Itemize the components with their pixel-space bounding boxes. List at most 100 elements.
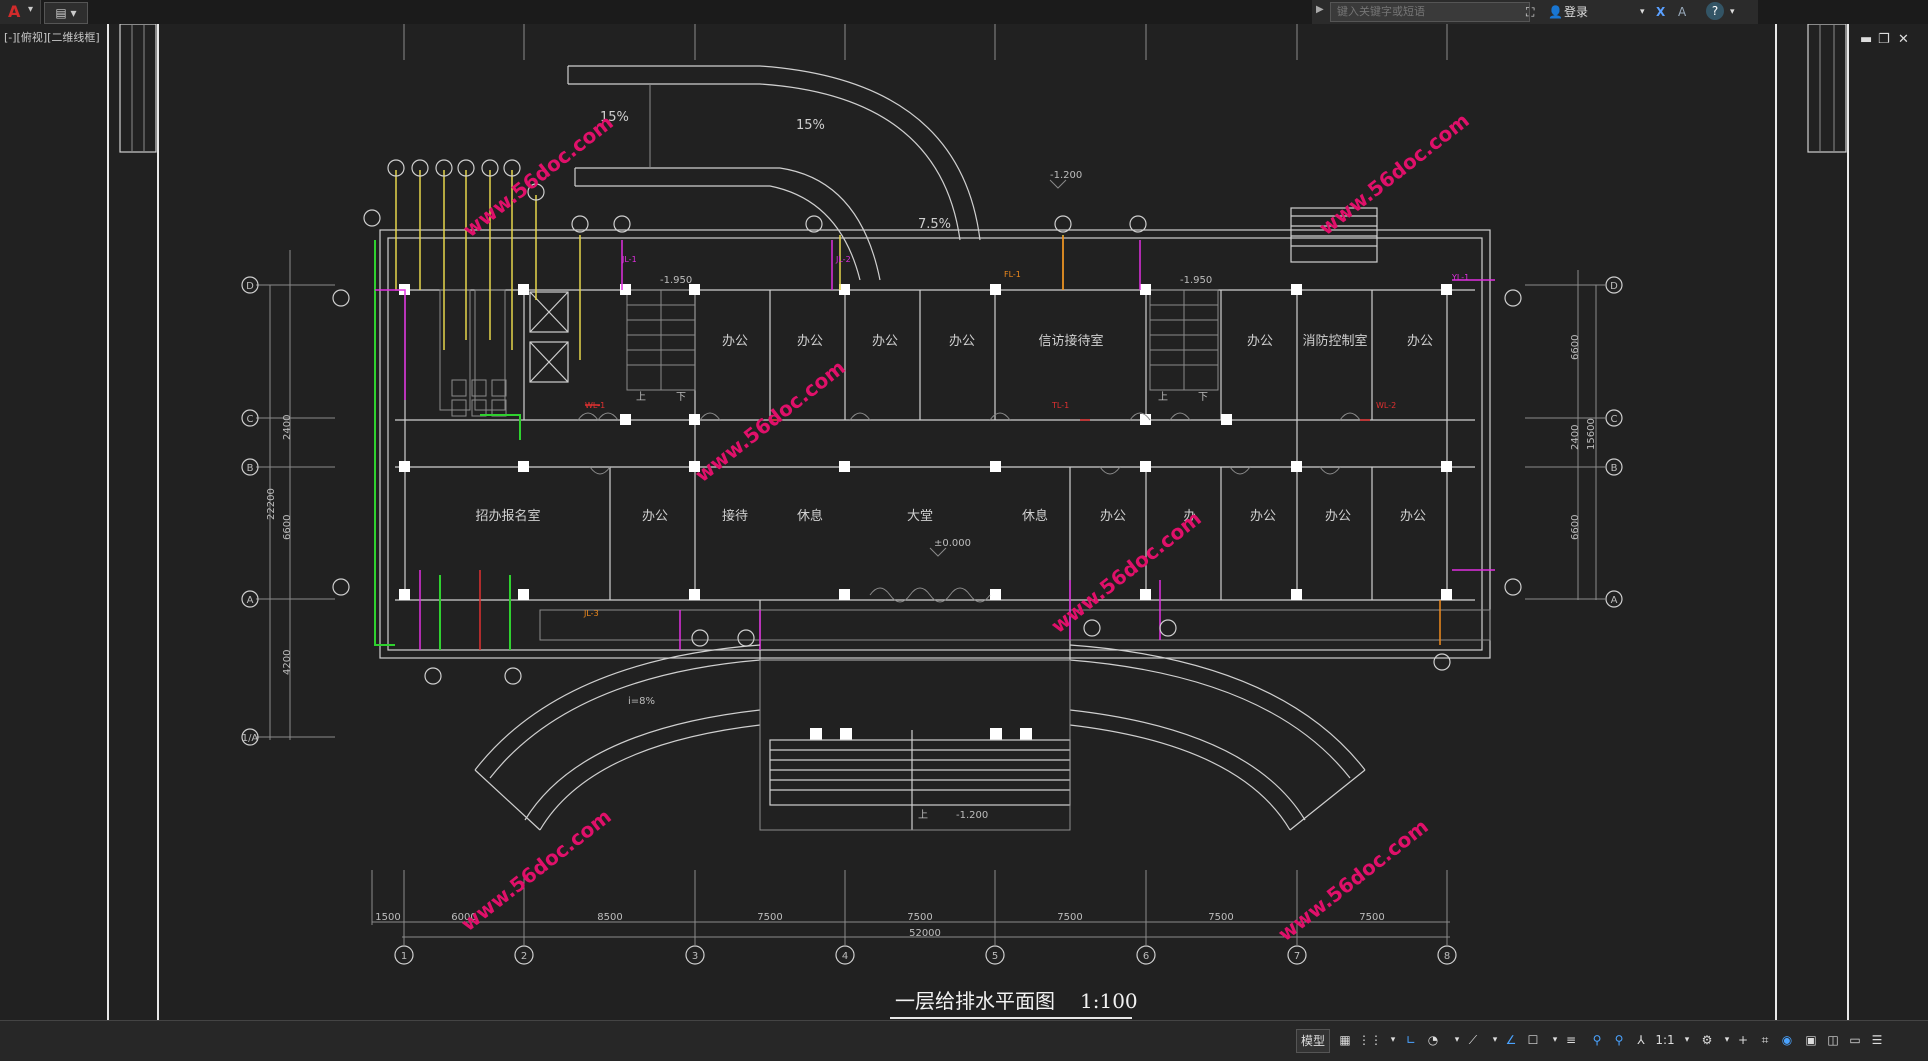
clean-screen-icon[interactable]: ◫ [1827,1033,1839,1047]
dimension-label: 6600 [282,515,293,540]
elevation-label: -1.200 [956,810,988,821]
units-icon[interactable]: ⌗ [1761,1033,1769,1047]
pipes-orange [1062,236,1441,645]
stair-up-label: 上 [636,391,646,403]
room-label: 办公 [872,334,898,349]
workspace-gear-icon[interactable]: ⚙ [1701,1033,1713,1047]
top-axis-lines [403,24,1448,60]
elevation-label: -1.950 [1180,275,1212,286]
application-menu-button[interactable]: A ▾ [0,0,41,24]
axis-label: A [247,595,254,606]
ortho-icon[interactable]: ∟ [1405,1033,1417,1047]
chevron-down-icon[interactable]: ▾ [1454,1035,1460,1045]
watermark: www.56doc.com [456,804,615,936]
interior-stair-right [1149,289,1219,391]
minimize-icon[interactable]: ▬ [1860,32,1873,47]
room-label: 招办报名室 [475,508,540,524]
annotation-visibility-icon[interactable]: ⚲ [1592,1033,1602,1047]
close-icon[interactable]: ✕ [1898,32,1909,47]
axis-bubble [241,590,259,608]
customization-menu-icon[interactable]: ☰ [1871,1033,1883,1047]
chevron-down-icon[interactable]: ▾ [1724,1035,1730,1045]
slope-label: 15% [796,118,825,133]
room-label: 办公 [1250,509,1276,524]
interior-stair-left [626,289,696,391]
viewport-controls[interactable]: [-][俯视][二维线框] [4,31,100,44]
pipe-tag: FL-1 [1004,270,1021,279]
hardware-acceleration-icon[interactable]: ▣ [1805,1033,1817,1047]
chevron-down-icon[interactable]: ▾ [1684,1035,1690,1045]
axis-label: D [246,281,254,292]
title-block-left [107,24,159,1020]
dimension-label: 7500 [907,912,932,923]
dimension-label: 6000 [451,912,476,923]
axis-label: D [1610,281,1618,292]
help-dropdown-icon[interactable]: ▾ [1730,7,1735,17]
login-dropdown-icon[interactable]: ▾ [1640,7,1645,17]
elevator-shafts [529,291,569,383]
quick-access-toolbar[interactable]: ▤ ▾ [44,2,88,24]
pipe-tag: WL-2 [1376,401,1396,410]
auto-scale-icon[interactable]: ⚲ [1614,1033,1624,1047]
chevron-down-icon: ▾ [28,4,34,15]
exchange-icon[interactable]: X [1656,5,1666,19]
axis-bubble [1605,276,1623,294]
axis-bubble [1605,409,1623,427]
axis-bubble [241,409,259,427]
restore-icon[interactable]: ❐ [1878,32,1890,47]
pipe-tag: WL-1 [585,401,605,410]
search-input[interactable] [1330,2,1530,22]
chevron-down-icon[interactable]: ▾ [1492,1035,1498,1045]
dimension-label: 2400 [282,415,293,440]
fullscreen-icon[interactable]: ▭ [1849,1033,1861,1047]
axis-label: 2 [521,951,527,962]
osnap-icon[interactable]: ⟋ [1468,1033,1478,1047]
room-label: 办公 [1407,334,1433,349]
chevron-down-icon[interactable]: ▾ [1390,1035,1396,1045]
plus-icon[interactable]: + [1737,1033,1749,1047]
annotation-scale-value[interactable]: 1:1 [1655,1033,1675,1047]
lineweight-icon[interactable]: ≡ [1565,1033,1577,1047]
axis-label: C [247,414,254,425]
dimension-label: 4200 [282,650,293,675]
expand-arrow-icon[interactable]: ▶ [1316,4,1324,15]
watermark: www.56doc.com [458,110,617,242]
left-dimension-lines [256,250,335,740]
door-swings [577,412,1361,603]
polar-icon[interactable]: ◔ [1427,1033,1439,1047]
snap-icon[interactable]: ⋮⋮ [1358,1033,1382,1047]
dimension-label: 7500 [757,912,782,923]
binoculars-icon[interactable]: ⛶ [1526,5,1535,19]
axis-label: 3 [692,951,698,962]
model-tab[interactable]: 模型 [1296,1029,1330,1053]
slope-label: i=8% [628,696,655,707]
pipe-tag: JL-3 [583,609,599,618]
toilet-fixtures [439,289,507,417]
help-icon[interactable]: ? [1706,2,1724,20]
drawing-title: 一层给排水平面图 [895,989,1055,1013]
room-label: 办公 [1100,509,1126,524]
axis-bubbles-bottom [394,945,1457,965]
a360-icon[interactable]: A [1678,5,1687,19]
chevron-down-icon[interactable]: ▾ [1552,1035,1558,1045]
stair-down-label: 下 [1198,392,1208,403]
annotation-scale-icon[interactable]: ⅄ [1637,1033,1645,1047]
title-bar: A ▾ ▤ ▾ ▶ ⛶ 👤 登录 ▾ X A ? ▾ [0,0,1928,24]
elevation-marker-icon [929,547,947,557]
room-label: 办公 [949,334,975,349]
pipe-tag: JL-2 [835,255,851,264]
axis-label: 8 [1444,951,1450,962]
drain-pipes-green [374,240,521,650]
login-button[interactable]: 登录 [1564,5,1589,19]
ramp-north [567,65,981,281]
ramp-south [474,644,1366,831]
otrack-icon[interactable]: ∠ [1505,1033,1517,1047]
drawing-canvas[interactable]: .w{stroke:#cfcfcf;fill:none;stroke-width… [0,24,1928,1020]
dimension-label: 8500 [597,912,622,923]
room-label: 接待 [722,508,748,524]
selection-cycling-icon[interactable]: ☐ [1527,1033,1539,1047]
isolate-objects-icon[interactable]: ◉ [1781,1033,1793,1047]
pipes-red [479,404,1370,650]
room-label: 办 [1183,509,1196,524]
grid-icon[interactable]: ▦ [1339,1033,1351,1047]
